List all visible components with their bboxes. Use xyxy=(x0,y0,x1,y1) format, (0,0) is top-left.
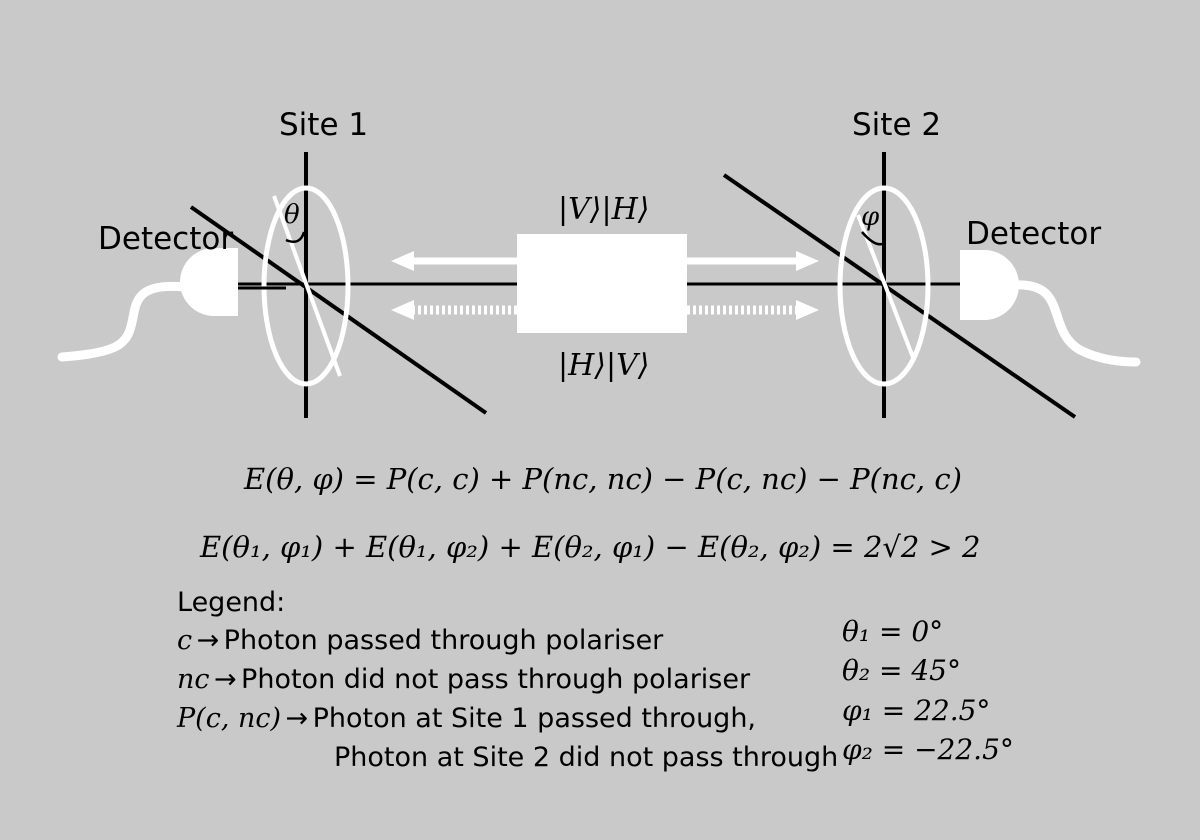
site2-angle-arc xyxy=(861,231,883,246)
left-detector-cable xyxy=(57,281,190,362)
phi-angle-label: φ xyxy=(861,202,880,232)
legend-text: Photon did not pass through polariser xyxy=(241,664,751,695)
arrow-right-solid-head xyxy=(796,251,819,271)
legend-symbol: P(c, nc) xyxy=(177,703,282,734)
phi1-value: φ₁ = 22.5° xyxy=(842,694,991,727)
legend-arrow: → xyxy=(285,703,309,734)
site2-polariser xyxy=(837,185,931,387)
correlation-equation: E(θ, φ) = P(c, c) + P(nc, nc) − P(c, nc)… xyxy=(244,462,962,496)
legend-symbol: c xyxy=(177,625,193,656)
arrow-left-solid-head xyxy=(391,251,414,271)
legend-arrow: → xyxy=(196,625,220,656)
chsh-equation: E(θ₁, φ₁) + E(θ₁, φ₂) + E(θ₂, φ₁) − E(θ₂… xyxy=(200,530,981,564)
arrow-right-dashed-head xyxy=(796,300,819,320)
legend-symbol: nc xyxy=(177,664,210,695)
photon-source-box xyxy=(517,234,687,333)
legend-text: Photon passed through polariser xyxy=(223,625,664,656)
theta-angle-label: θ xyxy=(284,200,300,230)
right-detector xyxy=(960,250,1019,320)
legend-item: P(c, nc) → Photon at Site 1 passed throu… xyxy=(177,703,756,734)
theta2-value: θ₂ = 45° xyxy=(842,654,961,687)
site1-diagonal-line xyxy=(189,205,488,415)
legend-title: Legend: xyxy=(177,587,286,618)
right-detector-label: Detector xyxy=(966,216,1102,252)
legend-text: Photon at Site 1 passed through, xyxy=(312,703,757,734)
theta1-value: θ₁ = 0° xyxy=(842,615,944,648)
left-detector xyxy=(180,248,238,316)
ket-bottom-label: |H⟩|V⟩ xyxy=(558,348,650,383)
site1-polariser-axis xyxy=(272,195,342,377)
site1-angle-arc xyxy=(285,231,306,243)
right-detector-cable xyxy=(1009,280,1141,367)
arrow-left-dashed-head xyxy=(391,300,414,320)
legend-item: c → Photon passed through polariser xyxy=(177,625,663,656)
phi2-value: φ₂ = −22.5° xyxy=(842,733,1014,766)
left-detector-label: Detector xyxy=(98,221,234,257)
legend-arrow: → xyxy=(213,664,237,695)
site1-polariser xyxy=(261,185,351,387)
legend-continuation: Photon at Site 2 did not pass through xyxy=(334,742,839,773)
ket-top-label: |V⟩|H⟩ xyxy=(558,192,650,227)
site1-label: Site 1 xyxy=(279,107,369,143)
site2-label: Site 2 xyxy=(852,107,942,143)
legend-item: nc → Photon did not pass through polaris… xyxy=(177,664,750,695)
site2-diagonal-line xyxy=(722,173,1077,419)
